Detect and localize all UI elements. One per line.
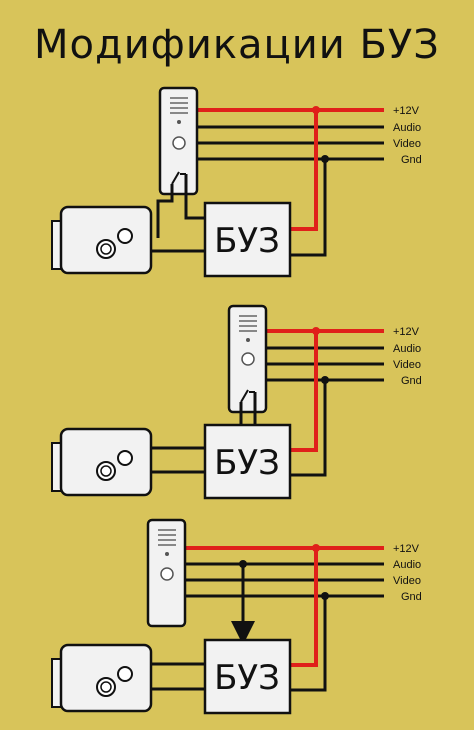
call-panel: [158, 86, 199, 196]
call-button-icon: [160, 567, 174, 581]
lock-cylinder-icon: [96, 677, 116, 697]
wire-label-audio: Audio: [393, 559, 421, 571]
wire-label-gnd: Gnd: [401, 154, 422, 166]
wire-label-video: Video: [393, 575, 421, 587]
lock-cylinder-icon: [96, 461, 116, 481]
lock-cylinder-icon: [96, 239, 116, 259]
call-button-icon: [172, 136, 186, 150]
buz-box: БУЗ: [203, 201, 292, 278]
section-2: +12V Audio Video Gnd БУЗ: [51, 304, 422, 500]
lock-device: [51, 643, 153, 713]
call-panel: [146, 518, 187, 628]
wire-label-gnd: Gnd: [401, 375, 422, 387]
buz-box-label: БУЗ: [214, 221, 280, 261]
wire-label-video: Video: [393, 359, 421, 371]
wire-label-12v: +12V: [393, 543, 420, 555]
buz-box: БУЗ: [203, 423, 292, 500]
wire-label-12v: +12V: [393, 326, 420, 338]
section-3: +12V Audio Video Gnd БУЗ: [51, 518, 422, 715]
buz-box-label: БУЗ: [214, 443, 280, 483]
lock-device: [51, 427, 153, 497]
buz-box-label: БУЗ: [214, 658, 280, 698]
wire-label-gnd: Gnd: [401, 591, 422, 603]
power-drop: [290, 110, 318, 231]
call-button-icon: [241, 352, 255, 366]
wire-label-audio: Audio: [393, 343, 421, 355]
wire-label-12v: +12V: [393, 105, 420, 117]
wire-label-video: Video: [393, 138, 421, 150]
wire-label-audio: Audio: [393, 122, 421, 134]
gnd-drop: [290, 159, 327, 257]
diagram-title: Модификации БУЗ: [34, 22, 440, 68]
section-1: +12V Audio Video Gnd: [51, 86, 422, 278]
switch-icon: [171, 171, 180, 185]
call-panel: [227, 304, 268, 414]
switch-icon: [240, 389, 249, 403]
buz-box: БУЗ: [203, 638, 292, 715]
lock-device: [51, 205, 153, 275]
